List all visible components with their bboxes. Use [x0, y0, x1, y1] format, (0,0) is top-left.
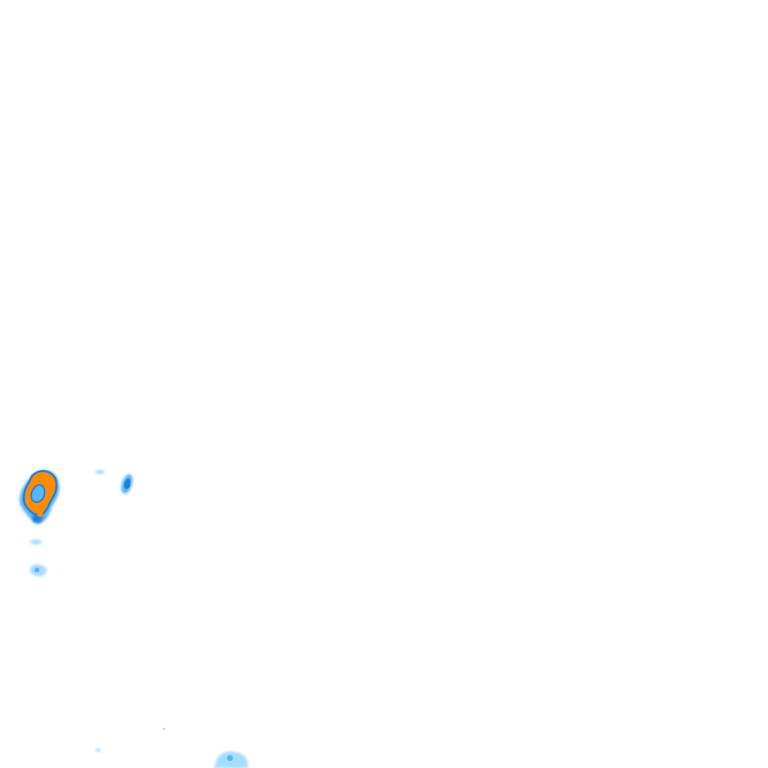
bottom-speck-1	[95, 748, 101, 752]
bottom-speck-2	[162, 727, 166, 731]
light-echo-2-core	[34, 567, 40, 573]
main-storm-cell	[19, 469, 60, 524]
bottom-echo-core	[227, 755, 233, 761]
main-cell-dot	[37, 511, 43, 517]
light-echo-1	[30, 539, 42, 545]
light-echo-bottom	[95, 727, 248, 768]
light-echo-south	[30, 539, 47, 577]
faint-speck	[95, 470, 105, 474]
small-cell-east	[121, 474, 133, 494]
small-cell-core	[124, 478, 131, 489]
main-cell-inner-echo	[30, 484, 46, 503]
